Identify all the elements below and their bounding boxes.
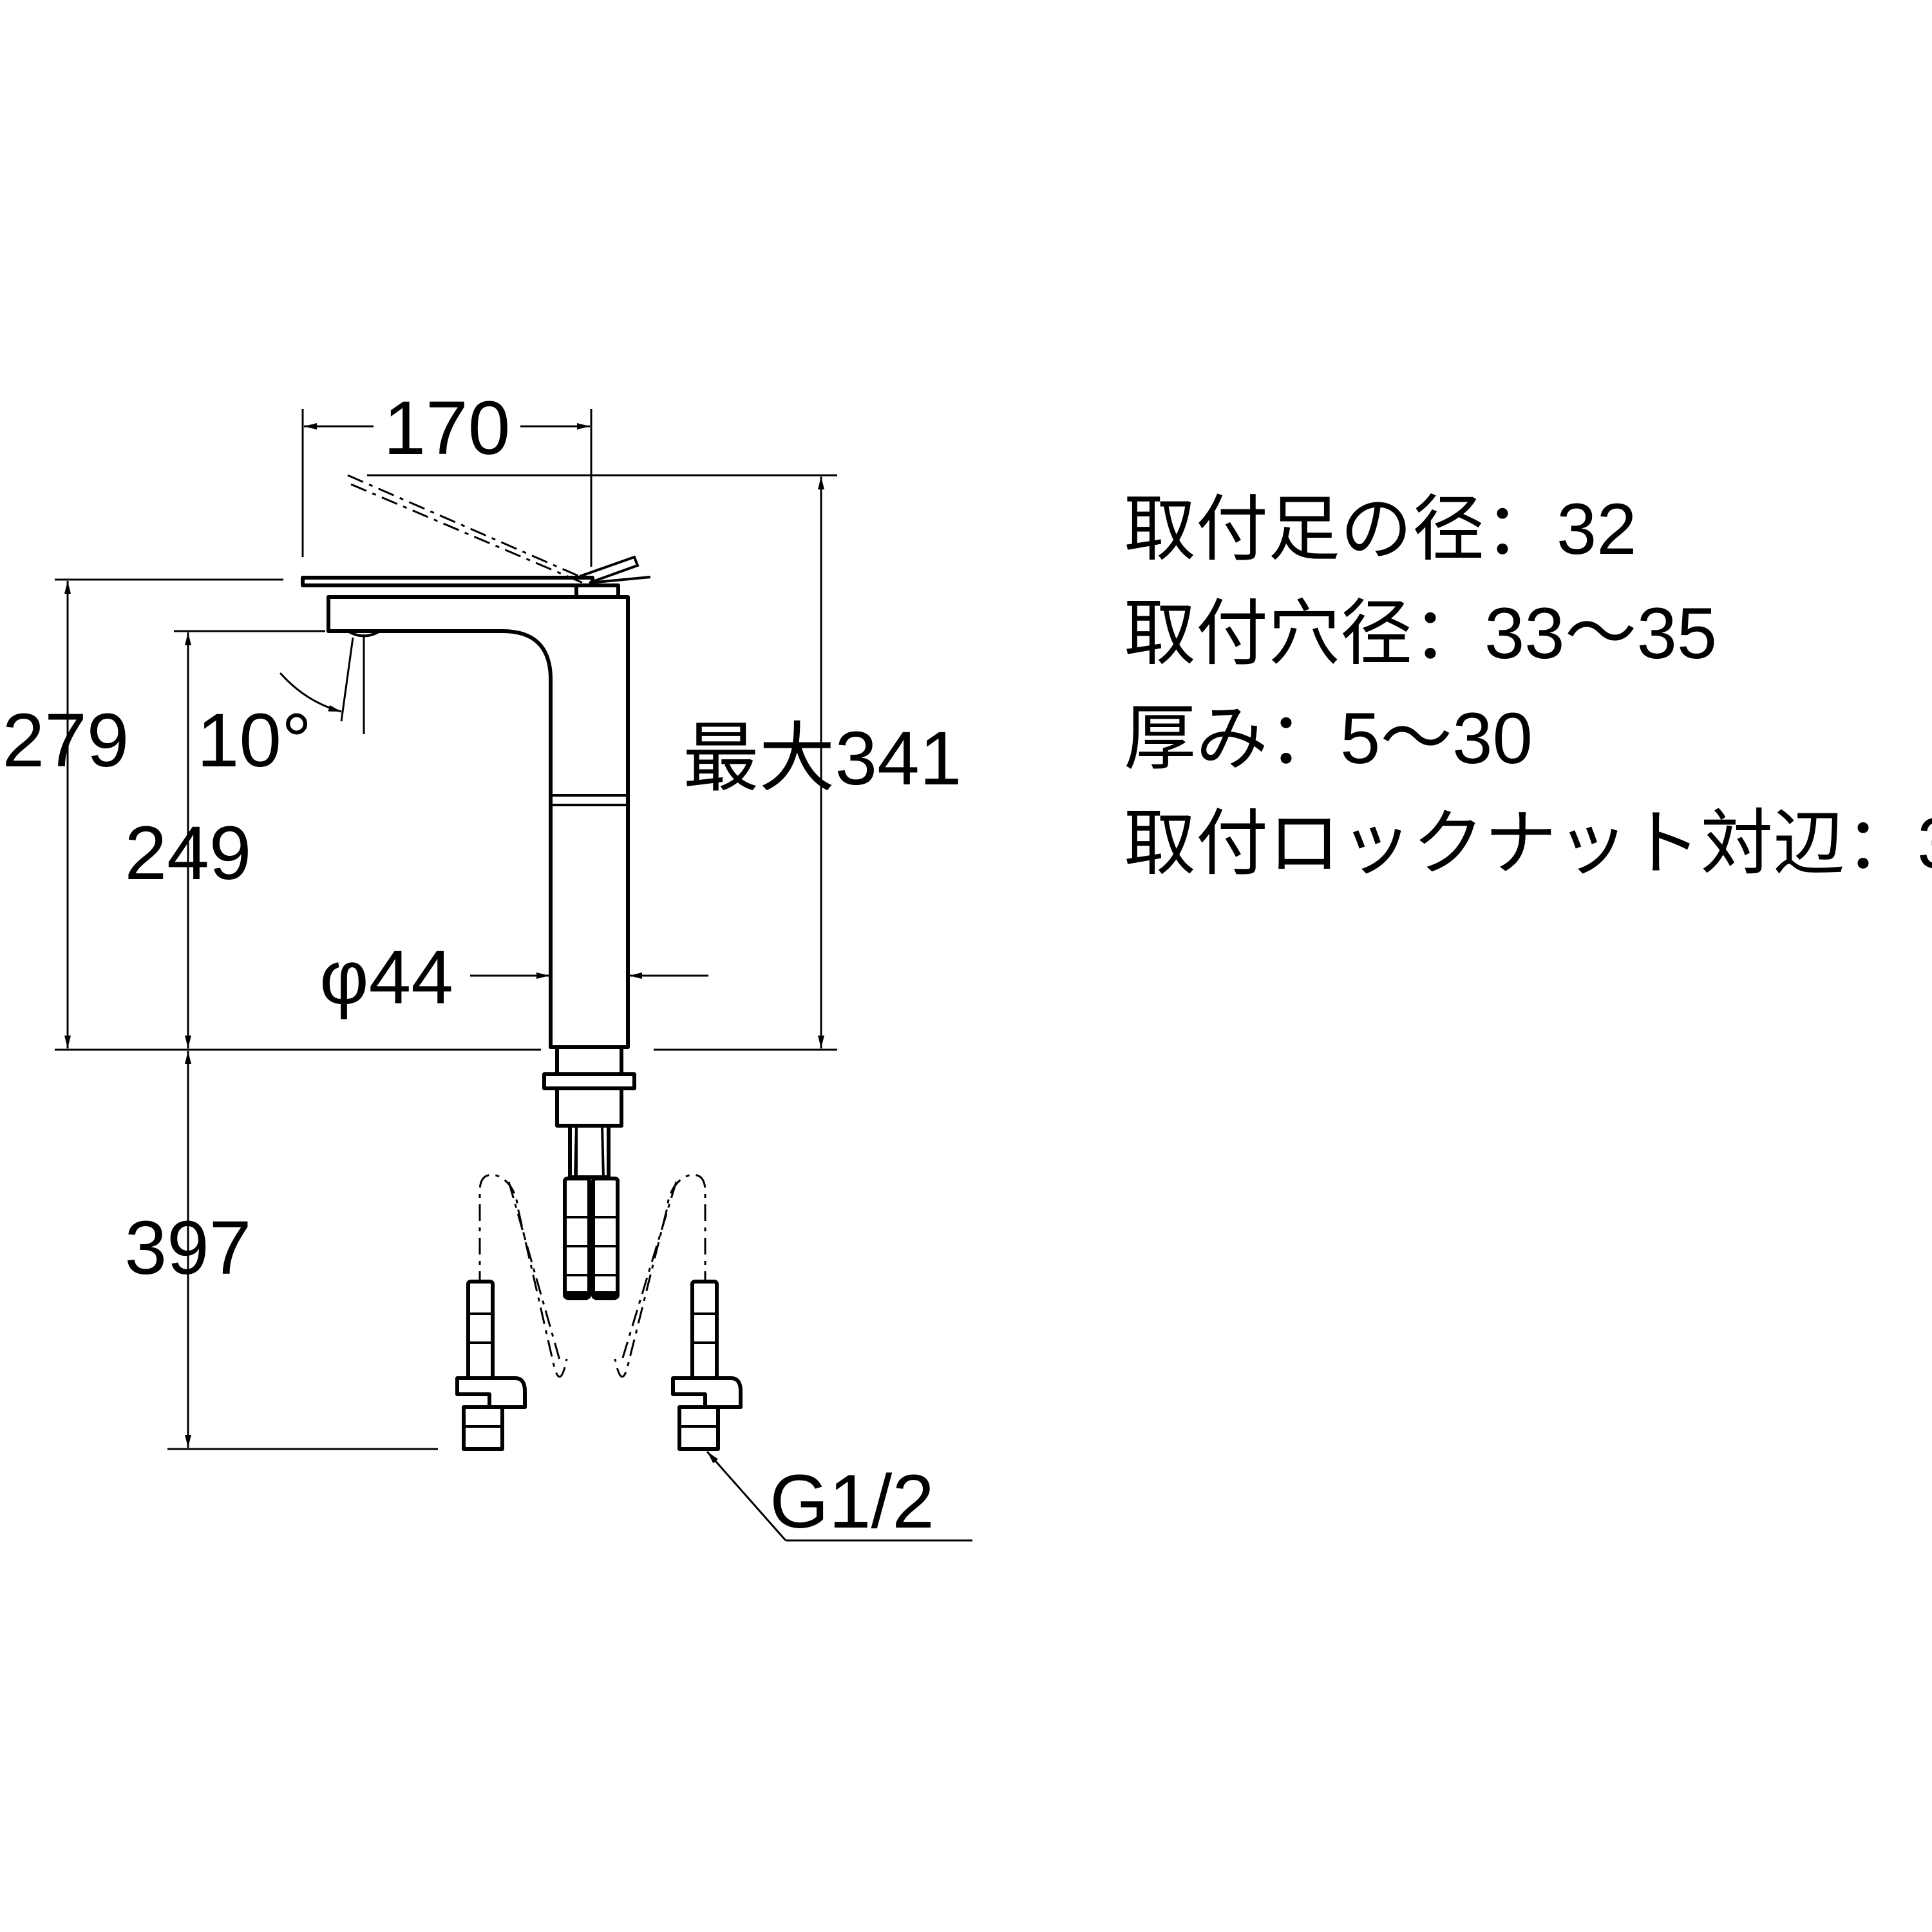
- spec-mounting-leg-diameter: 取付足の径：32: [1124, 489, 1637, 569]
- supply-hoses: [455, 1125, 743, 1451]
- dim-max-height: 最大341: [683, 716, 962, 801]
- mounting-base: [555, 1045, 623, 1076]
- dim-hose-length: 397: [125, 1206, 252, 1291]
- dim-total-height: 279: [3, 698, 129, 783]
- dim-spout-height: 249: [125, 811, 252, 896]
- dim-body-diameter: φ44: [319, 935, 453, 1020]
- hose-left-curve: [478, 1173, 568, 1378]
- faucet-body: [301, 474, 651, 1180]
- lever-handle: [301, 576, 594, 587]
- dim-tilt-angle: 10°: [197, 698, 312, 783]
- spec-mounting-hole-diameter: 取付穴径：33〜35: [1124, 593, 1717, 674]
- spec-list: 取付足の径：32 取付穴径：33〜35 厚み：5〜30 取付ロックナット対辺：3…: [1124, 489, 1932, 884]
- spec-counter-thickness: 厚み：5〜30: [1124, 698, 1533, 779]
- lever-raised-ghost: [347, 474, 580, 578]
- connector-right: [690, 1280, 719, 1380]
- hose-right-curve: [614, 1173, 706, 1378]
- connector-left: [466, 1280, 495, 1380]
- spout: [327, 595, 630, 1049]
- dim-thread: G1/2: [770, 1459, 934, 1544]
- spec-locknut-width: 取付ロックナット対辺：36: [1124, 803, 1932, 884]
- dimension-lines: [55, 409, 972, 1542]
- dim-spout-reach: 170: [384, 386, 511, 471]
